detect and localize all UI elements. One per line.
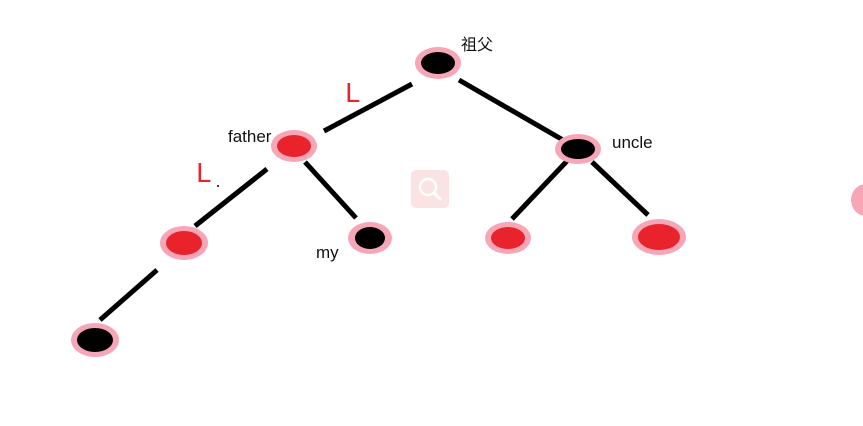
label-grandfather: 祖父 (461, 35, 493, 54)
node-grandfather (415, 47, 461, 79)
node-uncle-right (632, 219, 686, 255)
node-left-child (160, 226, 208, 260)
node-father (271, 130, 317, 162)
edge-uncle-left (510, 159, 569, 221)
node-new (71, 323, 119, 357)
label-uncle: uncle (612, 133, 653, 152)
label-father: father (228, 127, 272, 146)
edge-grandfather-father (322, 81, 414, 134)
node-uncle (555, 134, 601, 164)
edge-leftchild-newnode (98, 268, 159, 322)
zoom-button[interactable] (411, 170, 449, 208)
edge-father-leftchild (193, 167, 269, 228)
stray-dot (217, 185, 219, 187)
edge-grandfather-uncle (457, 77, 565, 143)
node-my (348, 222, 392, 254)
marker-L-grandfather-father: L (345, 79, 360, 109)
edge-fragment (851, 184, 863, 216)
edge-father-my (303, 160, 358, 220)
edge-uncle-right (590, 160, 650, 217)
node-uncle-left (485, 222, 531, 254)
magnifier-icon (418, 177, 442, 201)
label-my: my (316, 243, 339, 262)
marker-L-father-leftchild: L (196, 159, 211, 189)
